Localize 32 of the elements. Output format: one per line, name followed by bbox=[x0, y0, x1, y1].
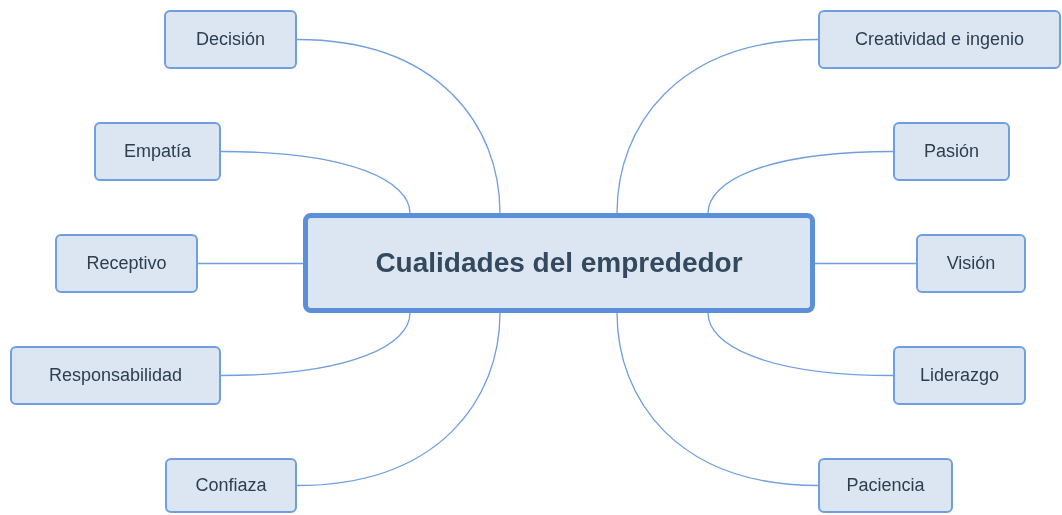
topic-text: Confiaza bbox=[195, 474, 267, 497]
topic-text: Visión bbox=[946, 252, 996, 275]
topic-text: Responsabilidad bbox=[48, 364, 183, 387]
connector-line bbox=[220, 150, 411, 214]
connector-line bbox=[707, 312, 894, 377]
connector-line bbox=[296, 312, 501, 487]
topic-box bbox=[893, 346, 1026, 405]
topic-text: Cualidades del emprededor bbox=[375, 246, 743, 280]
connector-line bbox=[707, 150, 894, 214]
connector-line bbox=[220, 312, 411, 377]
topic-box bbox=[893, 122, 1010, 181]
connector-line bbox=[616, 38, 819, 214]
connector-line bbox=[814, 262, 917, 265]
topic-text: Pasión bbox=[923, 140, 979, 163]
topic-box bbox=[164, 10, 297, 69]
topic-box bbox=[55, 234, 198, 293]
topic-box bbox=[94, 122, 221, 181]
connector-line bbox=[616, 312, 819, 487]
topic-box bbox=[818, 458, 953, 513]
topic-text: Empatía bbox=[123, 140, 191, 163]
topic-text: Decisión bbox=[196, 28, 265, 51]
topic-box bbox=[818, 10, 1061, 69]
topic-text: Creatividad e ingenio bbox=[854, 28, 1025, 51]
topic-box bbox=[10, 346, 221, 405]
topic-box bbox=[916, 234, 1026, 293]
topic-text: Paciencia bbox=[846, 474, 925, 497]
topic-text: Receptivo bbox=[86, 252, 167, 275]
topic-text: Liderazgo bbox=[919, 364, 1000, 387]
connector-line bbox=[296, 38, 501, 214]
central-topic-box bbox=[303, 213, 815, 313]
connector-line bbox=[197, 262, 304, 265]
topic-box bbox=[165, 458, 297, 513]
